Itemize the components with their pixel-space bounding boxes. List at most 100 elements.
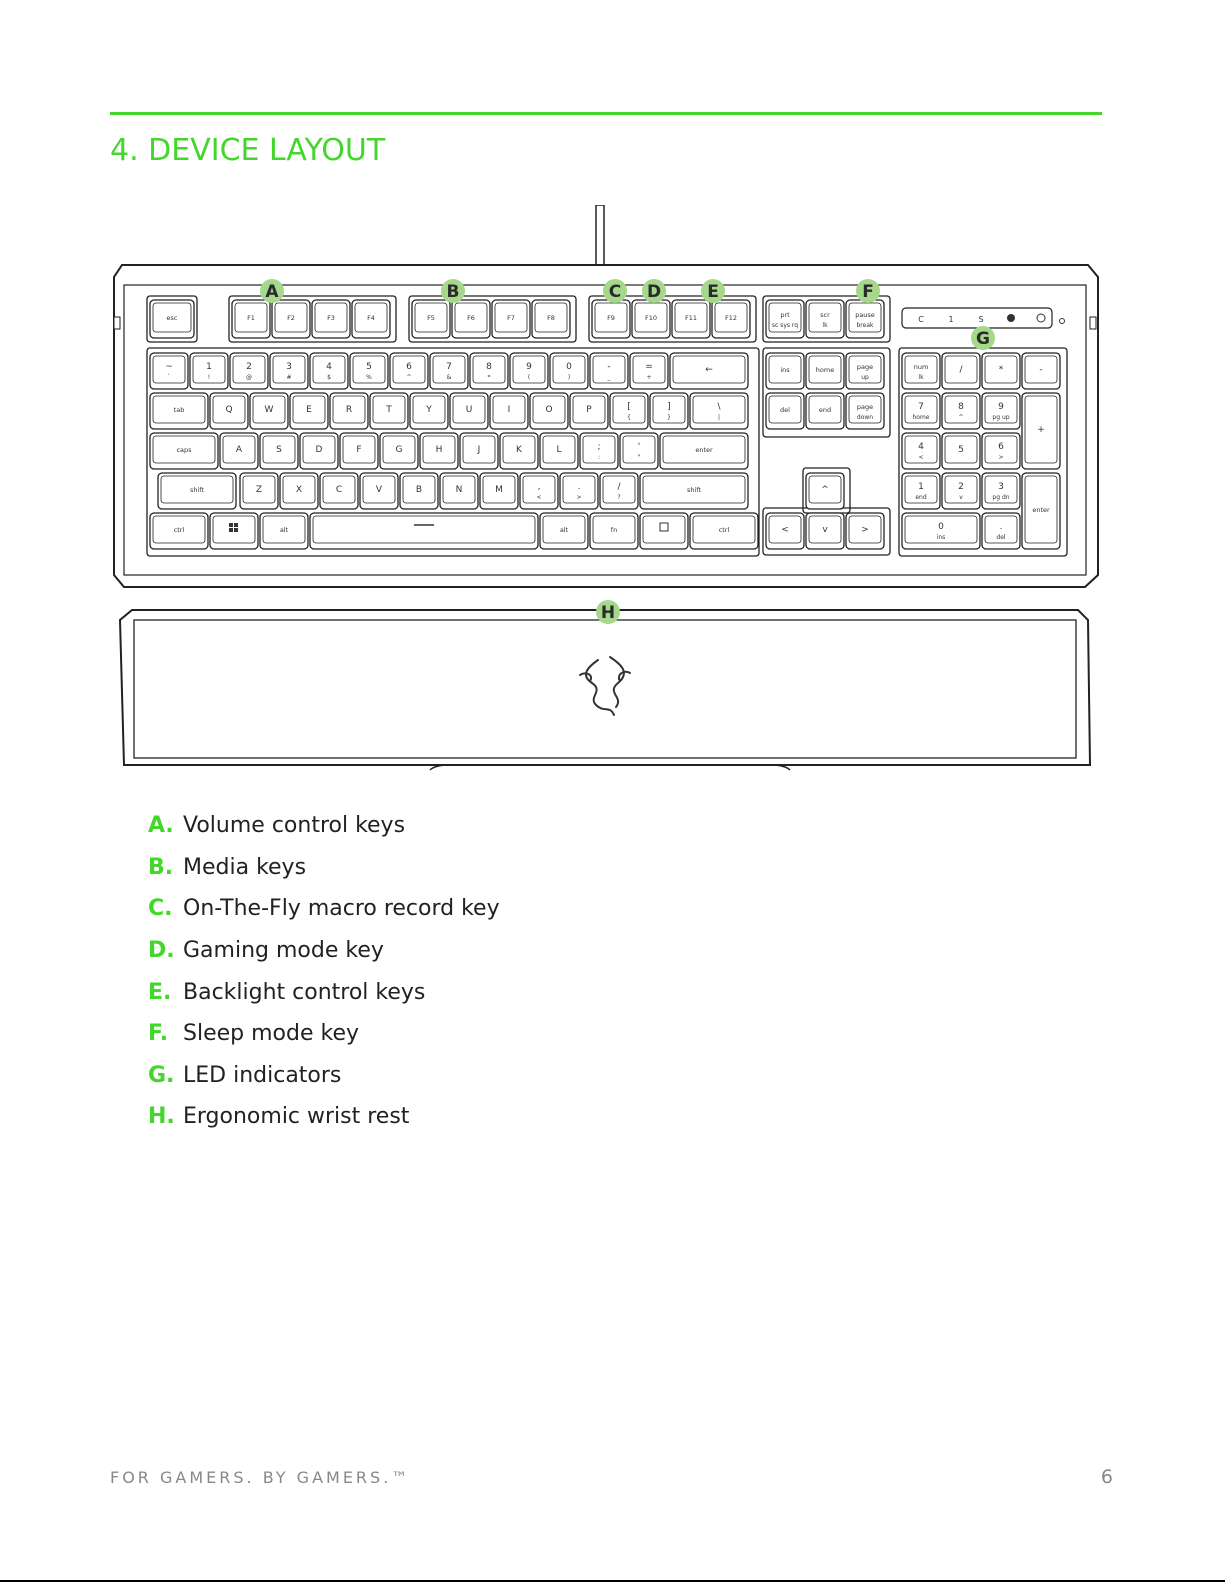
key-label: 7 bbox=[446, 362, 452, 372]
key-label: shift bbox=[190, 486, 204, 494]
legend-letter: F. bbox=[148, 1021, 169, 1047]
windows-logo-icon bbox=[229, 528, 233, 532]
keycap bbox=[339, 432, 379, 470]
keycap bbox=[981, 512, 1021, 550]
keycap bbox=[351, 299, 391, 339]
key: end bbox=[805, 392, 845, 430]
key-sublabel: % bbox=[366, 374, 372, 381]
callout-letter: A bbox=[265, 282, 279, 302]
key-label: > bbox=[861, 525, 869, 535]
key-label: , bbox=[538, 482, 541, 492]
key-label: 5 bbox=[366, 362, 372, 372]
keycap-top bbox=[612, 395, 646, 424]
keycap-top bbox=[768, 395, 802, 424]
keycap bbox=[279, 472, 319, 510]
windows-logo-icon bbox=[229, 523, 233, 527]
key: F1 bbox=[231, 299, 271, 339]
led-indicator: C bbox=[918, 315, 924, 324]
keycap bbox=[941, 352, 981, 390]
keycap-top bbox=[594, 302, 628, 333]
keycap bbox=[539, 512, 589, 550]
keycap-top bbox=[372, 395, 406, 424]
key: F10 bbox=[631, 299, 671, 339]
key: F7 bbox=[491, 299, 531, 339]
keycap-top bbox=[342, 435, 376, 464]
keycap bbox=[419, 432, 459, 470]
key-label: W bbox=[265, 405, 274, 415]
key: enter bbox=[659, 432, 749, 470]
keycap bbox=[619, 432, 659, 470]
keycap-top bbox=[274, 302, 308, 333]
key-label: U bbox=[466, 405, 473, 415]
status-dot-icon bbox=[1059, 318, 1065, 324]
key: J bbox=[459, 432, 499, 470]
key: F3 bbox=[311, 299, 351, 339]
keycap bbox=[599, 472, 639, 510]
key-label: page bbox=[857, 363, 873, 371]
key-label: P bbox=[586, 405, 592, 415]
keycap-top bbox=[984, 515, 1018, 544]
keycap-top bbox=[412, 395, 446, 424]
key-sublabel: { bbox=[627, 414, 631, 421]
key-sublabel: ^ bbox=[958, 414, 963, 421]
legend-item: A.Volume control keys bbox=[148, 805, 500, 847]
keycap-top bbox=[632, 355, 666, 384]
keycap bbox=[451, 299, 491, 339]
keycap-top bbox=[442, 475, 476, 504]
key-sublabel: } bbox=[667, 414, 671, 421]
key-label: + bbox=[1037, 425, 1045, 435]
key-label: F12 bbox=[725, 314, 737, 322]
key-sublabel: ^ bbox=[406, 374, 411, 381]
keycap-top bbox=[252, 395, 286, 424]
key-label: = bbox=[645, 362, 653, 372]
key-label: R bbox=[346, 405, 352, 415]
key: H bbox=[419, 432, 459, 470]
key-sublabel: @ bbox=[246, 374, 252, 381]
key-sublabel: lk bbox=[918, 374, 924, 381]
keycap bbox=[659, 432, 749, 470]
keycap-top bbox=[944, 355, 978, 384]
keycap bbox=[765, 512, 805, 550]
key-label: 1 bbox=[206, 362, 212, 372]
keycap-top bbox=[582, 435, 616, 464]
keycap bbox=[765, 299, 805, 339]
key-label: - bbox=[607, 362, 610, 372]
keycap bbox=[259, 432, 299, 470]
key: 5 bbox=[941, 432, 981, 470]
key-label: . bbox=[578, 482, 581, 492]
callout-badge bbox=[701, 279, 725, 303]
key-sublabel: + bbox=[646, 374, 651, 381]
wrist-rest bbox=[118, 609, 1092, 771]
keycap-top bbox=[314, 302, 348, 333]
keycap bbox=[259, 512, 309, 550]
callout-letter: B bbox=[447, 282, 460, 302]
key-label: 2 bbox=[246, 362, 252, 372]
keycap bbox=[589, 512, 639, 550]
key-label: home bbox=[816, 366, 834, 374]
key: F9 bbox=[591, 299, 631, 339]
key-label: [ bbox=[627, 402, 631, 412]
key-sublabel: * bbox=[488, 374, 491, 381]
keycap-top bbox=[542, 515, 586, 544]
callout-f: F bbox=[856, 279, 880, 303]
legend-item: H.Ergonomic wrist rest bbox=[148, 1096, 500, 1138]
key-sublabel: > bbox=[998, 454, 1003, 461]
callout-letter: D bbox=[647, 282, 661, 302]
keycap bbox=[845, 512, 885, 550]
keycap bbox=[805, 472, 845, 510]
legend-label: On-The-Fly macro record key bbox=[183, 896, 500, 922]
key: I bbox=[489, 392, 529, 430]
keycap-top bbox=[944, 435, 978, 464]
key-label: F bbox=[356, 445, 361, 455]
key-sublabel: v bbox=[959, 494, 963, 501]
keycap-top bbox=[222, 435, 256, 464]
wrist-rest-foot bbox=[429, 764, 791, 771]
legend-item: B.Media keys bbox=[148, 847, 500, 889]
keycap-top bbox=[262, 435, 296, 464]
key-sublabel: pg up bbox=[992, 414, 1009, 421]
key-label: Q bbox=[225, 405, 232, 415]
windows-logo-icon bbox=[234, 528, 238, 532]
keycap bbox=[529, 392, 569, 430]
callout-badge bbox=[260, 279, 284, 303]
